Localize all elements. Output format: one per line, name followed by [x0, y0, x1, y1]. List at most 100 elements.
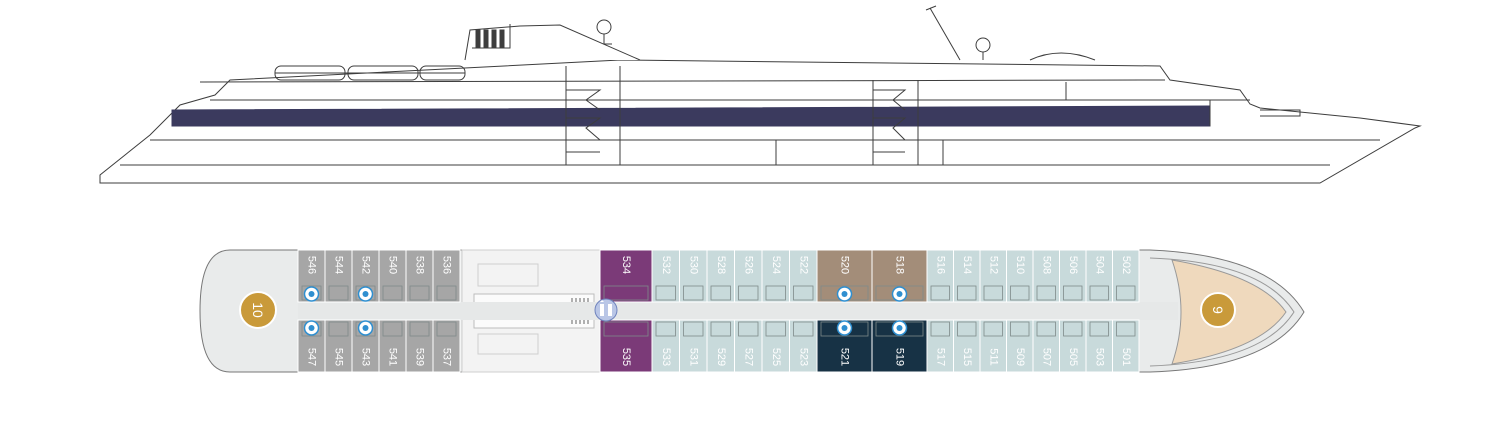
cabin-508[interactable]: [1032, 249, 1060, 303]
cabin-517[interactable]: [926, 319, 954, 373]
cabin-number: 545: [333, 348, 345, 366]
cabin-523[interactable]: [789, 319, 818, 373]
cabin-bath: [436, 285, 457, 301]
cabin-bath: [655, 321, 676, 337]
cabin-number: 541: [387, 348, 399, 366]
cabin-507[interactable]: [1032, 319, 1060, 373]
cabin-531[interactable]: [679, 319, 708, 373]
accessible-cabin-icon: [891, 286, 908, 302]
cabin-541[interactable]: [378, 319, 407, 373]
cabin-bath: [1036, 321, 1056, 337]
cabin-bath: [793, 285, 814, 301]
cabin-number: 537: [441, 348, 453, 366]
cabin-number: 511: [987, 348, 999, 366]
cabin-510[interactable]: [1006, 249, 1034, 303]
cabin-number: 543: [360, 348, 372, 366]
cabin-bath: [328, 321, 349, 337]
cabin-bath: [1063, 285, 1083, 301]
cabin-number: 521: [839, 348, 851, 366]
cabin-number: 539: [414, 348, 426, 366]
cabin-bath: [603, 321, 649, 337]
cabin-number: 527: [742, 348, 754, 366]
accessible-cabin-icon: [836, 320, 853, 336]
aft-marker: 10: [239, 291, 277, 329]
cabin-bath: [1089, 321, 1109, 337]
ship-profile-icon: [99, 5, 1422, 184]
cabin-number: 524: [770, 256, 782, 274]
cabin-524[interactable]: [761, 249, 790, 303]
cabin-number: 503: [1093, 348, 1105, 366]
cabin-bath: [765, 321, 786, 337]
cabin-number: 530: [687, 256, 699, 274]
cabin-511[interactable]: [979, 319, 1007, 373]
cabin-bath: [655, 285, 676, 301]
cabin-number: 517: [934, 348, 946, 366]
cabin-bath: [409, 285, 430, 301]
cabin-537[interactable]: [432, 319, 461, 373]
cabin-number: 542: [360, 256, 372, 274]
cabin-501[interactable]: [1112, 319, 1140, 373]
cabin-bath: [710, 321, 731, 337]
cabin-number: 519: [894, 348, 906, 366]
cabin-number: 506: [1067, 256, 1079, 274]
cabin-number: 509: [1014, 348, 1026, 366]
cabin-540[interactable]: [378, 249, 407, 303]
cabin-number: 544: [333, 256, 345, 274]
cabin-bath: [683, 285, 704, 301]
hull-stripe: [171, 105, 1211, 127]
cabin-bath: [930, 321, 950, 337]
fwd-marker-label: 9: [1210, 306, 1226, 314]
cabin-545[interactable]: [324, 319, 353, 373]
cabin-number: 529: [715, 348, 727, 366]
cabin-506[interactable]: [1059, 249, 1087, 303]
cabin-534[interactable]: [599, 249, 653, 303]
cabin-bath: [983, 285, 1003, 301]
accessible-cabin-icon: [836, 286, 853, 302]
cabin-bath: [1063, 321, 1083, 337]
cabin-number: 528: [715, 256, 727, 274]
cabin-number: 515: [961, 348, 973, 366]
cabin-number: 540: [387, 256, 399, 274]
cabin-bath: [409, 321, 430, 337]
cabin-bath: [765, 285, 786, 301]
cabin-number: 501: [1120, 348, 1132, 366]
cabin-number: 534: [620, 256, 632, 274]
cabin-538[interactable]: [405, 249, 434, 303]
cabin-bath: [436, 321, 457, 337]
cabin-516[interactable]: [926, 249, 954, 303]
cabin-number: 518: [894, 256, 906, 274]
accessible-cabin-icon: [357, 286, 374, 302]
cabin-bath: [1010, 321, 1030, 337]
cabin-bath: [1116, 321, 1136, 337]
cabin-522[interactable]: [789, 249, 818, 303]
cabin-533[interactable]: [651, 319, 680, 373]
cabin-514[interactable]: [953, 249, 981, 303]
cabin-526[interactable]: [734, 249, 763, 303]
cabin-bath: [957, 285, 977, 301]
cabin-536[interactable]: [432, 249, 461, 303]
cabin-528[interactable]: [706, 249, 735, 303]
corridor: [298, 302, 1178, 320]
cabin-number: 536: [441, 256, 453, 274]
cabin-bath: [1116, 285, 1136, 301]
cabin-504[interactable]: [1085, 249, 1113, 303]
cabin-535[interactable]: [599, 319, 653, 373]
cabin-number: 522: [797, 256, 809, 274]
cabin-527[interactable]: [734, 319, 763, 373]
cabin-505[interactable]: [1059, 319, 1087, 373]
cabin-number: 533: [660, 348, 672, 366]
aft-marker-label: 10: [250, 302, 266, 318]
cabin-number: 535: [620, 348, 632, 366]
cabin-bath: [328, 285, 349, 301]
cabin-530[interactable]: [679, 249, 708, 303]
cabin-number: 538: [414, 256, 426, 274]
cabin-502[interactable]: [1112, 249, 1140, 303]
cabin-number: 512: [987, 256, 999, 274]
cabin-532[interactable]: [651, 249, 680, 303]
cabin-529[interactable]: [706, 319, 735, 373]
cabin-bath: [603, 285, 649, 301]
cabin-bath: [710, 285, 731, 301]
cabin-bath: [683, 321, 704, 337]
cabin-bath: [1010, 285, 1030, 301]
cabin-number: 520: [839, 256, 851, 274]
